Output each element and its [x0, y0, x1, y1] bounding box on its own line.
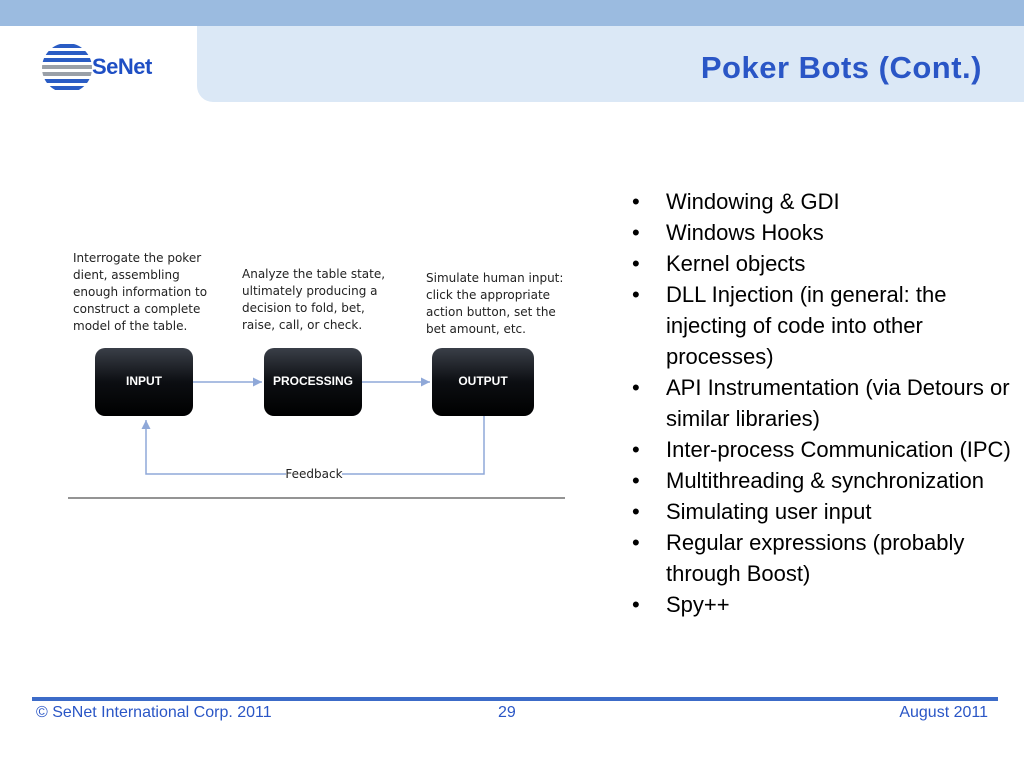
slide-title: Poker Bots (Cont.)	[700, 50, 982, 85]
list-item: •Windows Hooks	[632, 217, 1012, 248]
processing-caption: Analyze the table state, ultimately prod…	[242, 267, 389, 332]
list-item: •Windowing & GDI	[632, 186, 1012, 217]
footer-page-number: 29	[498, 704, 516, 721]
bullet-icon: •	[632, 499, 640, 524]
bullet-icon: •	[632, 282, 640, 307]
poker-bot-diagram: Interrogate the poker dient, assembling …	[68, 251, 567, 499]
list-item: •API Instrumentation (via Detours or sim…	[632, 372, 1012, 434]
bullet-icon: •	[632, 592, 640, 617]
list-item: •Spy++	[632, 589, 1012, 620]
list-item: •Kernel objects	[632, 248, 1012, 279]
bullet-icon: •	[632, 220, 640, 245]
title-bar	[197, 26, 1024, 102]
list-item: •Inter-process Communication (IPC)	[632, 434, 1012, 465]
output-box-label: OUTPUT	[458, 374, 508, 388]
output-box	[432, 348, 534, 416]
input-caption: Interrogate the poker dient, assembling …	[73, 251, 211, 333]
output-caption: Simulate human input: click the appropri…	[426, 271, 567, 336]
processing-box-label: PROCESSING	[273, 374, 353, 388]
logo-text: SeNet	[92, 54, 152, 79]
footer-divider	[32, 697, 998, 701]
input-box-label: INPUT	[126, 374, 163, 388]
bullet-icon: •	[632, 189, 640, 214]
bullet-icon: •	[632, 437, 640, 462]
list-item: •Multithreading & synchronization	[632, 465, 1012, 496]
bullet-icon: •	[632, 468, 640, 493]
senet-logo-icon	[42, 44, 92, 90]
feedback-arrow	[141, 416, 485, 475]
list-item: •DLL Injection (in general: the injectin…	[632, 279, 1012, 372]
feedback-label: Feedback	[285, 467, 342, 481]
bullet-icon: •	[632, 251, 640, 276]
footer-date: August 2011	[899, 704, 988, 721]
bullet-icon: •	[632, 530, 640, 555]
top-band	[0, 0, 1024, 26]
bullet-icon: •	[632, 375, 640, 400]
input-box	[95, 348, 193, 416]
bullet-list: •Windowing & GDI •Windows Hooks •Kernel …	[632, 186, 1012, 620]
list-item: •Regular expressions (probably through B…	[632, 527, 1012, 589]
list-item: •Simulating user input	[632, 496, 1012, 527]
processing-box	[264, 348, 362, 416]
footer-copyright: © SeNet International Corp. 2011	[36, 704, 272, 721]
